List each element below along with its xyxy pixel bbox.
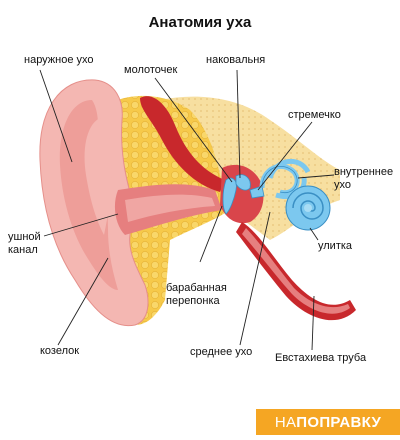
eustachian-tube-shape [236, 222, 356, 321]
label-inner-ear-line1: внутреннее [334, 166, 394, 178]
auricle-fold [59, 100, 118, 290]
cochlea-shape [285, 185, 331, 231]
label-eardrum-line2: перепонка [166, 295, 220, 307]
ear-canal-light [125, 194, 215, 222]
label-malleus: молоточек [124, 64, 178, 76]
logo-prefix: НА [274, 413, 297, 431]
muscle-strip [140, 96, 225, 192]
label-ear-canal-line2: канал [8, 244, 38, 256]
diagram-title: Анатомия уха [148, 14, 252, 31]
label-tragus: козелок [40, 345, 80, 357]
eustachian-tube-light [242, 228, 350, 314]
label-cochlea: улитка [318, 240, 353, 252]
label-eardrum-line1: барабанная [166, 282, 227, 294]
label-incus: наковальня [206, 54, 266, 66]
label-eustachian-tube: Евстахиева труба [275, 352, 367, 364]
label-inner-ear-line2: ухо [334, 179, 351, 191]
stapes-bone [249, 185, 265, 199]
label-stapes: стремечко [288, 109, 341, 121]
malleus-bone [222, 177, 237, 215]
helix-inner [84, 118, 112, 235]
label-middle-ear: среднее ухо [190, 346, 253, 358]
incus-bone [235, 174, 251, 191]
label-outer-ear: наружное ухо [24, 54, 94, 66]
leader-lines [39, 69, 335, 351]
logo-main: ПОПРАВКУ [296, 413, 382, 431]
label-ear-canal-line1: ушной [8, 231, 41, 243]
